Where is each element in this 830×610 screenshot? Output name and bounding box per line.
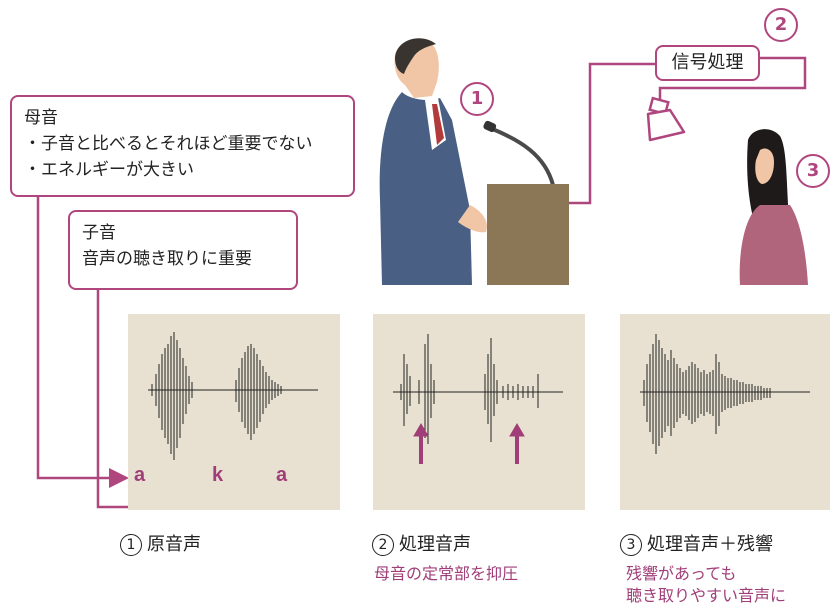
- caption-processed-sub: 母音の定常部を抑圧: [374, 564, 519, 583]
- letter-a-1: a: [134, 464, 146, 486]
- vowel-line-1: ・子音と比べるとそれほど重要でない: [24, 134, 313, 154]
- listener-figure: [739, 129, 808, 285]
- letter-a-2: a: [276, 464, 288, 486]
- caption-reverb-sub-1: 残響があっても: [626, 564, 737, 583]
- letter-k: k: [212, 464, 224, 486]
- speaker-figure: [379, 38, 487, 285]
- signal-processing-box: 信号処理: [655, 45, 760, 81]
- waveform-processed: [393, 334, 563, 464]
- consonant-callout: 子音 音声の聴き取りに重要: [68, 210, 298, 290]
- consonant-line-1: 音声の聴き取りに重要: [82, 249, 252, 269]
- waveform-panel-original: a k a: [128, 314, 340, 510]
- speaker-line: [658, 56, 807, 103]
- marker-2: 2: [764, 8, 798, 42]
- loudspeaker-icon: [646, 96, 686, 142]
- waveform-panel-processed: [373, 314, 585, 510]
- caption-original-text: 原音声: [147, 534, 201, 555]
- vowel-callout: 母音 ・子音と比べるとそれほど重要でない ・エネルギーが大きい: [10, 95, 355, 197]
- waveform-panel-reverb: [620, 314, 830, 510]
- microphone-icon: [489, 126, 555, 186]
- caption-marker-2: 2: [372, 534, 394, 556]
- consonant-title: 子音: [82, 223, 116, 243]
- marker-3: 3: [796, 154, 830, 188]
- caption-marker-3: 3: [620, 534, 642, 556]
- vowel-title: 母音: [24, 108, 58, 128]
- vowel-connector: [36, 195, 129, 488]
- podium-line: [569, 62, 655, 205]
- waveform-reverb: [640, 334, 810, 454]
- caption-reverb-sub-2: 聴き取りやすい音声に: [626, 586, 787, 605]
- caption-reverb-text: 処理音声＋残響: [647, 534, 773, 555]
- waveform-original: [148, 332, 318, 460]
- marker-1: 1: [460, 82, 494, 116]
- podium: [487, 184, 569, 285]
- vowel-line-2: ・エネルギーが大きい: [24, 160, 194, 180]
- caption-processed-text: 処理音声: [399, 534, 471, 555]
- signal-processing-label: 信号処理: [671, 52, 744, 73]
- caption-marker-1: 1: [120, 534, 142, 556]
